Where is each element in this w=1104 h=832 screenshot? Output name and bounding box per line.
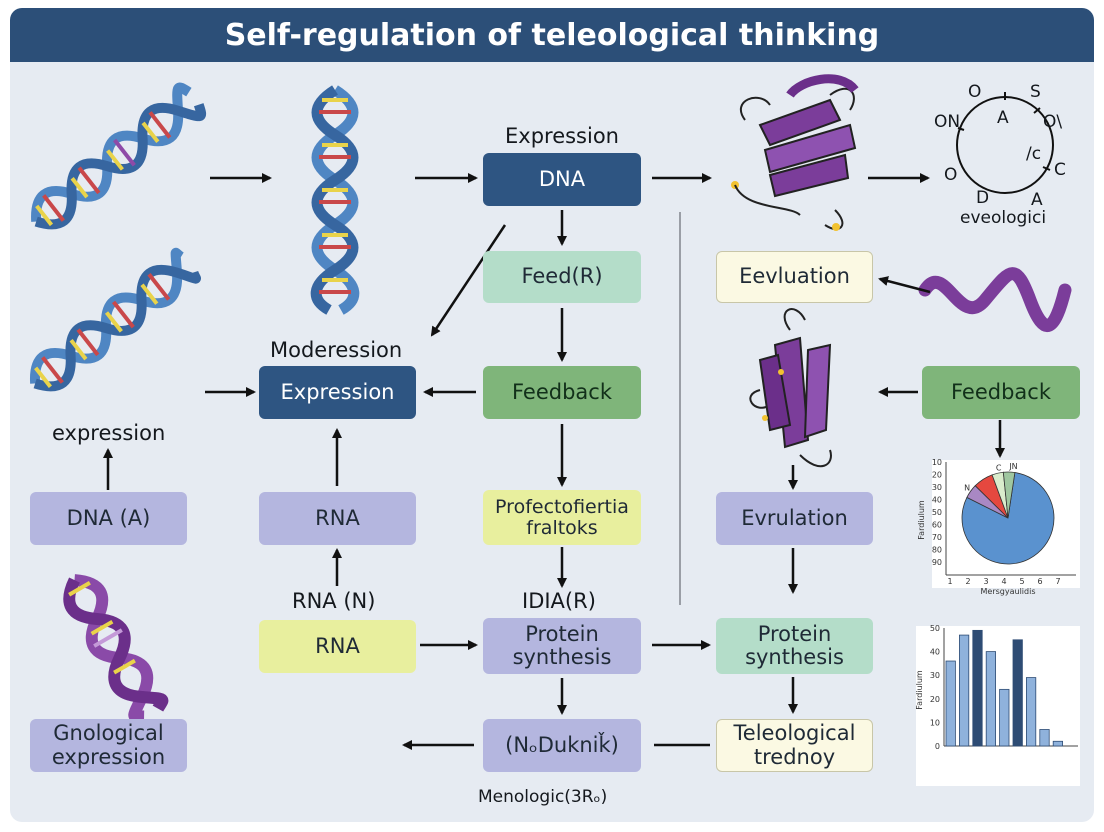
bar bbox=[959, 634, 970, 747]
bar-y-tick-label: 10 bbox=[930, 718, 940, 727]
pie-y-tick-label: 90 bbox=[932, 558, 942, 567]
bar bbox=[985, 651, 997, 747]
label-expression-left: expression bbox=[52, 421, 166, 445]
pie-y-tick-label: 70 bbox=[932, 533, 942, 542]
box-dna-a: DNA (A) bbox=[30, 492, 187, 545]
box-feedback-right: Feedback bbox=[922, 366, 1080, 419]
pie-slice-label: C bbox=[996, 463, 1002, 472]
pie-x-tick-label: 2 bbox=[965, 577, 970, 586]
label-menologic: Menologic(3Rₒ) bbox=[478, 787, 608, 807]
bar bbox=[1012, 639, 1023, 747]
box-expression: Expression bbox=[259, 366, 416, 419]
circle-letter: O bbox=[968, 82, 982, 102]
pie-y-tick-label: 50 bbox=[932, 508, 942, 517]
circle-letter: O\ bbox=[1043, 112, 1063, 132]
box-feed-r: Feed(R) bbox=[483, 251, 641, 303]
pie-y-tick-label: 10 bbox=[932, 458, 942, 467]
label-moderession: Moderession bbox=[270, 338, 403, 362]
box-nduknik: (NₒDukniǩ) bbox=[483, 719, 641, 772]
pie-slice bbox=[1002, 471, 1016, 519]
pie-x-tick-label: 1 bbox=[947, 577, 952, 586]
circle-letter: S bbox=[1030, 82, 1041, 102]
box-evrulation: Evrulation bbox=[716, 492, 873, 545]
box-protein-synthesis-right: Protein synthesis bbox=[716, 618, 873, 674]
arrow-icon bbox=[878, 276, 931, 294]
bar bbox=[945, 660, 956, 747]
bar-y-tick-label: 40 bbox=[930, 648, 940, 657]
label-expression-top: Expression bbox=[505, 124, 619, 148]
bar bbox=[1052, 740, 1063, 747]
circle-letter: /c bbox=[1026, 144, 1042, 164]
bar bbox=[1039, 729, 1050, 747]
dna-helix-icon bbox=[31, 82, 207, 230]
circle-letter: A bbox=[997, 108, 1009, 128]
circle-letter: O bbox=[944, 165, 958, 185]
circle-letter: ON bbox=[934, 112, 961, 132]
circle-letter: D bbox=[976, 188, 990, 208]
bar-y-tick-label: 0 bbox=[935, 742, 940, 751]
pie-y-axis-label: Fardiulum bbox=[917, 500, 926, 540]
diagram-title: Self-regulation of teleological thinking bbox=[10, 8, 1094, 62]
pie-x-tick-label: 5 bbox=[1019, 577, 1024, 586]
pie-slice-label: JN bbox=[1008, 462, 1017, 471]
pie-x-tick-label: 7 bbox=[1055, 577, 1060, 586]
circle-letter: A bbox=[1031, 190, 1043, 210]
bar-chart: 0 10 20 30 40 50 Fardiulum bbox=[915, 624, 1080, 786]
dna-helix-icon bbox=[30, 247, 202, 392]
box-rna: RNA bbox=[259, 492, 416, 545]
circle-caption: eveologici bbox=[960, 208, 1047, 228]
bar bbox=[972, 629, 983, 747]
box-protein-synthesis-center: Protein synthesis bbox=[483, 618, 641, 674]
label-idia-r: IDIA(R) bbox=[522, 589, 596, 613]
label-rna-n: RNA (N) bbox=[292, 589, 376, 613]
pie-slice-label: N bbox=[964, 484, 970, 493]
box-rna-yellow: RNA bbox=[259, 620, 416, 673]
pie-y-tick-label: 30 bbox=[932, 483, 942, 492]
bar-y-tick-label: 20 bbox=[930, 695, 940, 704]
protein-ribbon-icon bbox=[731, 74, 859, 231]
protein-ribbon-icon bbox=[749, 308, 832, 468]
dna-helix-icon bbox=[310, 85, 360, 315]
box-teleological-tredney: Teleological trednoy bbox=[716, 719, 873, 772]
pie-chart: 10 20 30 40 50 60 70 80 90 1 2 3 4 5 6 7 N C JN Fardiulu… bbox=[917, 458, 1080, 596]
box-dna: DNA bbox=[483, 153, 641, 206]
bar-y-tick-label: 50 bbox=[930, 624, 940, 633]
circle-letter: C bbox=[1054, 160, 1066, 180]
circle-cycle-icon bbox=[956, 92, 1054, 194]
arrow-icon bbox=[430, 224, 507, 337]
pie-x-axis-label: Mersgyaulidis bbox=[981, 587, 1036, 596]
pie-x-tick-label: 6 bbox=[1037, 577, 1042, 586]
bar-y-axis-label: Fardiulum bbox=[915, 670, 924, 710]
bar bbox=[1026, 677, 1037, 747]
pie-slice bbox=[961, 472, 1055, 565]
pie-y-tick-label: 80 bbox=[932, 546, 942, 555]
purple-wave-icon bbox=[918, 267, 1072, 332]
pie-y-tick-label: 40 bbox=[932, 496, 942, 505]
box-gnological-expression: Gnological expression bbox=[30, 719, 187, 772]
box-feedback-center: Feedback bbox=[483, 366, 641, 419]
box-eevluation: Eevluation bbox=[716, 251, 873, 303]
purple-helix-icon bbox=[63, 574, 169, 723]
bar bbox=[999, 688, 1010, 747]
pie-x-tick-label: 3 bbox=[983, 577, 988, 586]
pie-y-tick-label: 60 bbox=[932, 521, 942, 530]
box-profectofiertia: Profectofiertia fraltoks bbox=[483, 490, 641, 545]
pie-y-tick-label: 20 bbox=[932, 471, 942, 480]
bar-y-tick-label: 30 bbox=[930, 671, 940, 680]
pie-x-tick-label: 4 bbox=[1001, 577, 1006, 586]
